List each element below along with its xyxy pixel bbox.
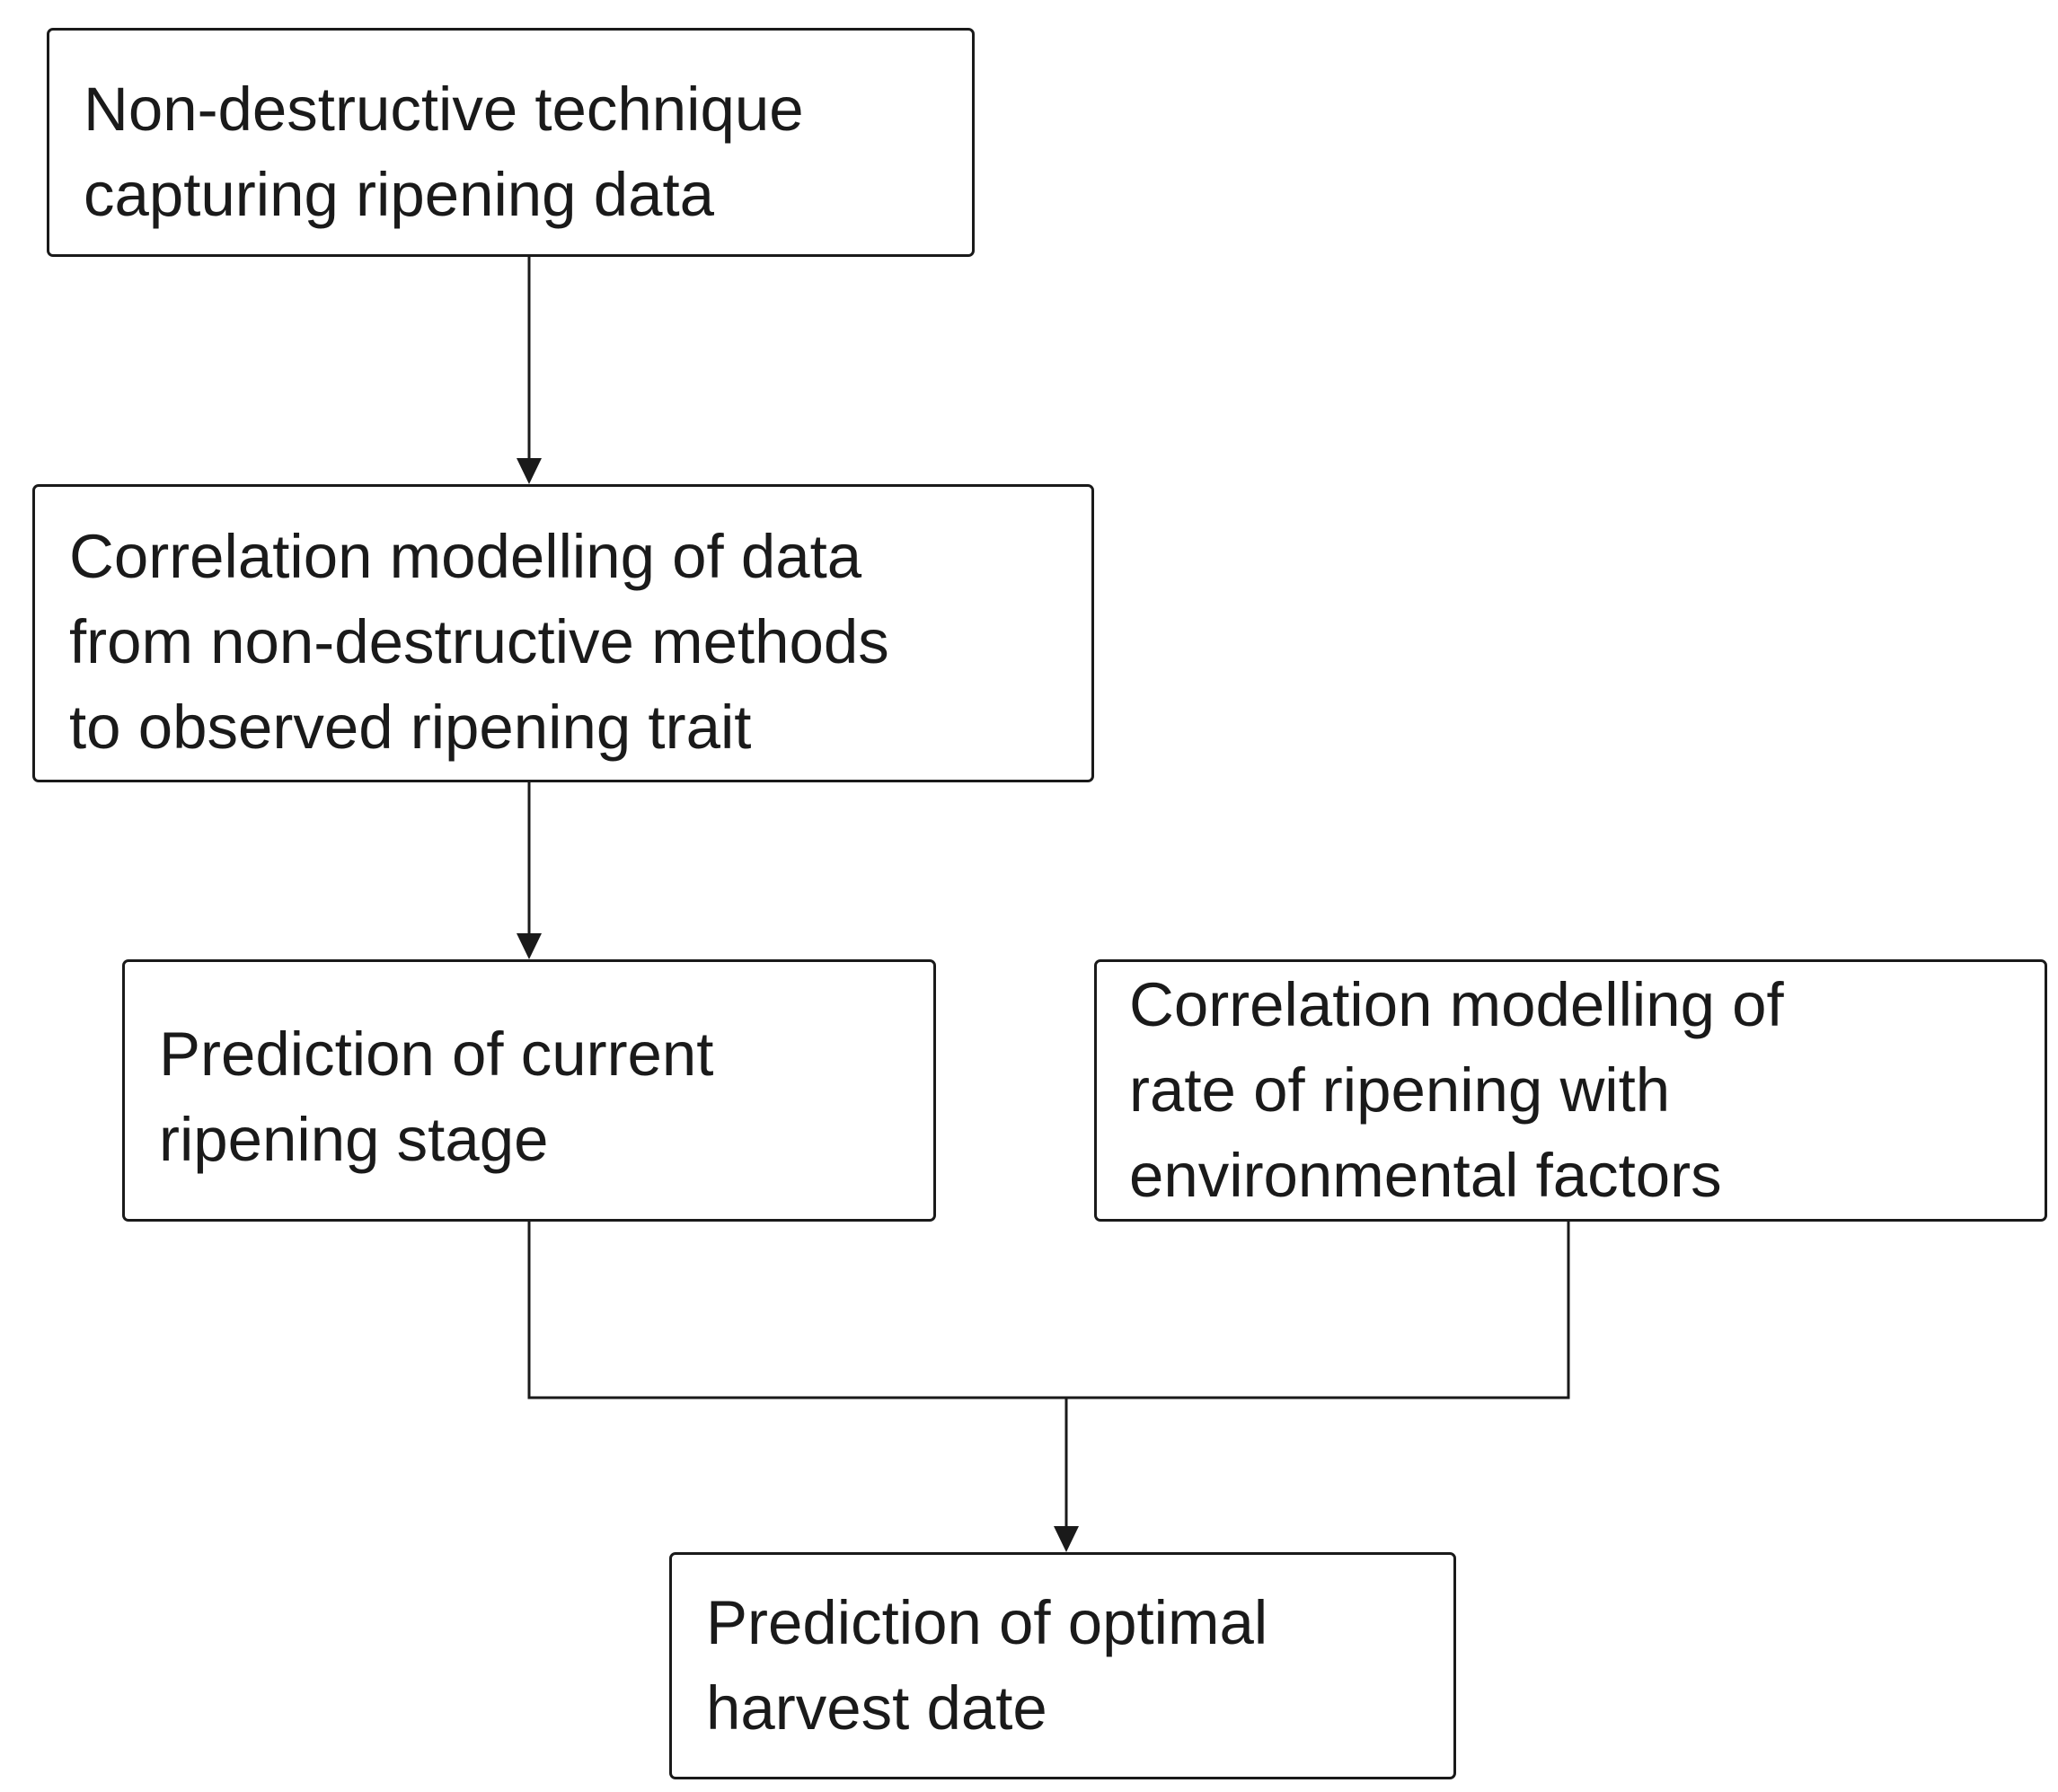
merge-line-rate-environment xyxy=(1066,1222,1570,1399)
node-current-stage: Prediction of current ripening stage xyxy=(122,959,936,1222)
node-rate-environment: Correlation modelling of rate of ripenin… xyxy=(1094,959,2047,1222)
node-capture: Non-destructive technique capturing ripe… xyxy=(47,28,975,257)
node-correlation-data-label: Correlation modelling of data from non-d… xyxy=(69,522,889,762)
node-current-stage-label: Prediction of current ripening stage xyxy=(159,1020,714,1174)
merge-line-current-stage xyxy=(527,1222,1066,1399)
node-capture-label: Non-destructive technique capturing ripe… xyxy=(84,75,804,229)
node-rate-environment-label: Correlation modelling of rate of ripenin… xyxy=(1129,970,1784,1210)
arrowhead-correlation xyxy=(517,458,542,484)
arrowhead-current-stage xyxy=(517,933,542,959)
node-harvest-date: Prediction of optimal harvest date xyxy=(669,1552,1456,1779)
arrowhead-harvest-date xyxy=(1054,1526,1079,1552)
node-correlation-data: Correlation modelling of data from non-d… xyxy=(32,484,1094,782)
node-harvest-date-label: Prediction of optimal harvest date xyxy=(706,1588,1268,1743)
